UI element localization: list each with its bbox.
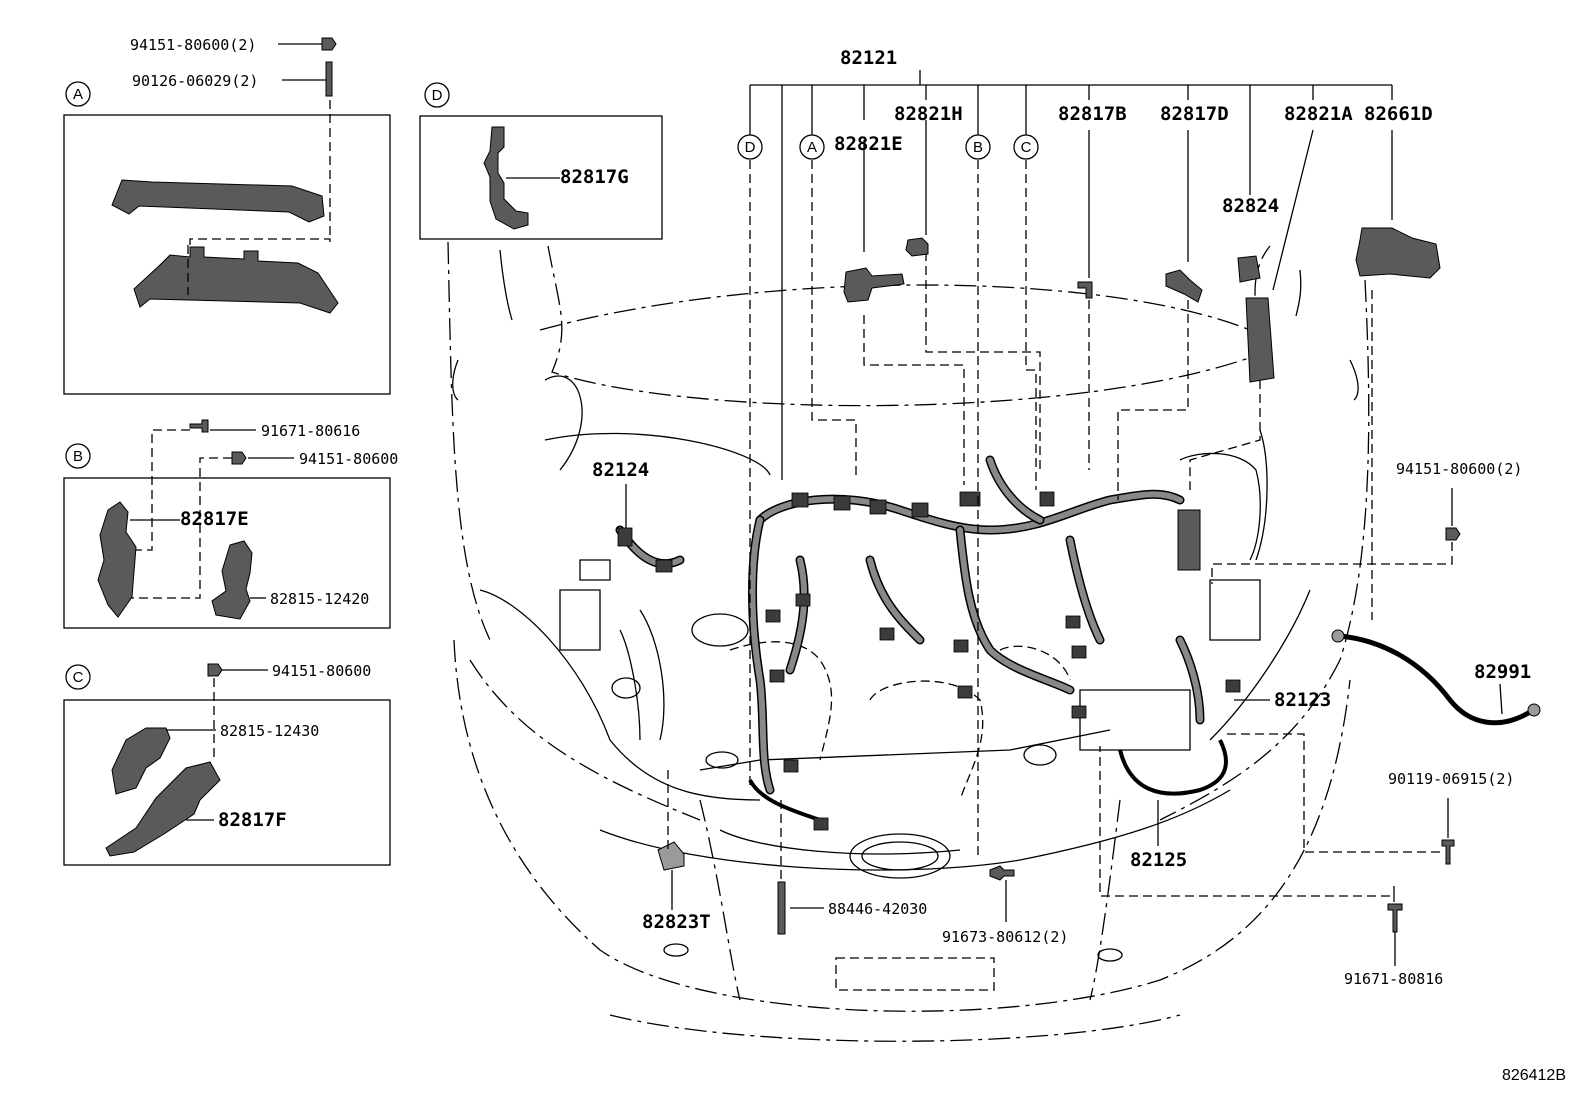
relay-block [1177, 509, 1201, 571]
diagram-ref-code: 826412B [1502, 1067, 1566, 1084]
grille-emblem [849, 833, 951, 879]
marker-a-main-letter: A [807, 139, 817, 156]
label-82123: 82123 [1274, 689, 1331, 711]
marker-c-main [1013, 134, 1039, 160]
stud-bottom-label: 88446-42030 [828, 900, 927, 918]
label-82821e: 82821E [834, 133, 903, 155]
nut-c-icon [207, 663, 223, 677]
nut-right-label: 94151-80600(2) [1396, 460, 1522, 478]
inset-a-marker [65, 81, 91, 107]
inset-c: C 94151-80600 82815-12430 82817F [63, 662, 391, 866]
bolt-right-label: 90119-06915(2) [1388, 770, 1514, 788]
inset-d-part: 82817G [560, 166, 629, 188]
part-82817b-icon [1077, 281, 1093, 299]
inset-d: D 82817G [419, 82, 663, 240]
inset-c-letter: C [73, 669, 84, 686]
nut-a-icon [321, 37, 337, 51]
bracket-a-lower [133, 246, 339, 314]
inset-d-letter: D [432, 87, 443, 104]
inset-b-part2: 82815-12420 [270, 590, 369, 608]
inset-a: A 94151-80600(2) 90126-06029(2) [63, 36, 391, 395]
clamp-b [211, 540, 253, 620]
marker-b-main-letter: B [973, 139, 983, 156]
bolt-bottom-right-label: 91671-80816 [1344, 970, 1443, 988]
label-82124: 82124 [592, 459, 649, 481]
bracket-b [97, 501, 137, 618]
label-82817b: 82817B [1058, 103, 1127, 125]
part-82821a-icon [1245, 297, 1275, 383]
bolt-bottom-center-label: 91673-80612(2) [942, 928, 1068, 946]
part-82661d-icon [1355, 227, 1441, 279]
part-82824-icon [1237, 255, 1261, 283]
label-82125: 82125 [1130, 849, 1187, 871]
label-82821a: 82821A [1284, 103, 1353, 125]
label-82817d: 82817D [1160, 103, 1229, 125]
marker-d-main [737, 134, 763, 160]
bolt-b-icon [189, 419, 209, 433]
label-82661d: 82661D [1364, 103, 1433, 125]
inset-c-part2: 82817F [218, 809, 287, 831]
inset-c-marker [65, 664, 91, 690]
clamp-c [111, 727, 171, 795]
nut-right-icon [1445, 527, 1461, 541]
connector-82124 [617, 527, 633, 547]
bolt-right-icon [1441, 839, 1455, 865]
label-82823t: 82823T [642, 911, 711, 933]
inset-b-marker [65, 443, 91, 469]
label-82824: 82824 [1222, 195, 1279, 217]
inset-b-part1: 82817E [180, 508, 249, 530]
marker-d-main-letter: D [745, 139, 756, 156]
inset-b: B 91671-80616 94151-80600 82817E 82815-1… [63, 419, 398, 629]
stud-bottom-icon [777, 881, 786, 935]
nut-b-icon [231, 451, 247, 465]
nut-c-label: 94151-80600 [272, 662, 371, 680]
inset-a-frame [63, 114, 391, 395]
marker-a-main [799, 134, 825, 160]
label-82821h: 82821H [894, 103, 963, 125]
inset-b-letter: B [73, 448, 83, 465]
part-82991-cable [1339, 633, 1532, 726]
part-82821e-icon [843, 267, 905, 303]
leader-lines: 82121 82821H 82821E 82817B 82817D 82821A… [737, 47, 1441, 860]
nut-b-label: 94151-80600 [299, 450, 398, 468]
bolt-b-label: 91671-80616 [261, 422, 360, 440]
label-82991: 82991 [1474, 661, 1531, 683]
inset-a-letter: A [73, 86, 83, 103]
engine-wire-harness [615, 455, 1241, 831]
bracket-c [105, 761, 221, 857]
vehicle-outline [447, 241, 1370, 1042]
side-callouts: 82124 82123 82991 82125 82823T 94151-806… [592, 459, 1541, 988]
marker-b-main [965, 134, 991, 160]
inset-c-part1: 82815-12430 [220, 722, 319, 740]
label-82121: 82121 [840, 47, 897, 69]
nut-a-label: 94151-80600(2) [130, 36, 256, 54]
stud-a-label: 90126-06029(2) [132, 72, 258, 90]
part-d-icon [483, 126, 529, 230]
marker-c-main-letter: C [1021, 139, 1032, 156]
part-82817d-icon [1165, 269, 1203, 303]
part-82821h-icon [905, 237, 929, 257]
bolt-bottom-right-icon [1387, 903, 1403, 933]
part-82823t-icon [657, 841, 685, 871]
inset-d-marker [424, 82, 450, 108]
bolt-bottom-center-icon [989, 865, 1015, 881]
bracket-a-upper [111, 179, 325, 223]
license-plate-area [835, 957, 995, 991]
stud-a-icon [325, 61, 333, 97]
